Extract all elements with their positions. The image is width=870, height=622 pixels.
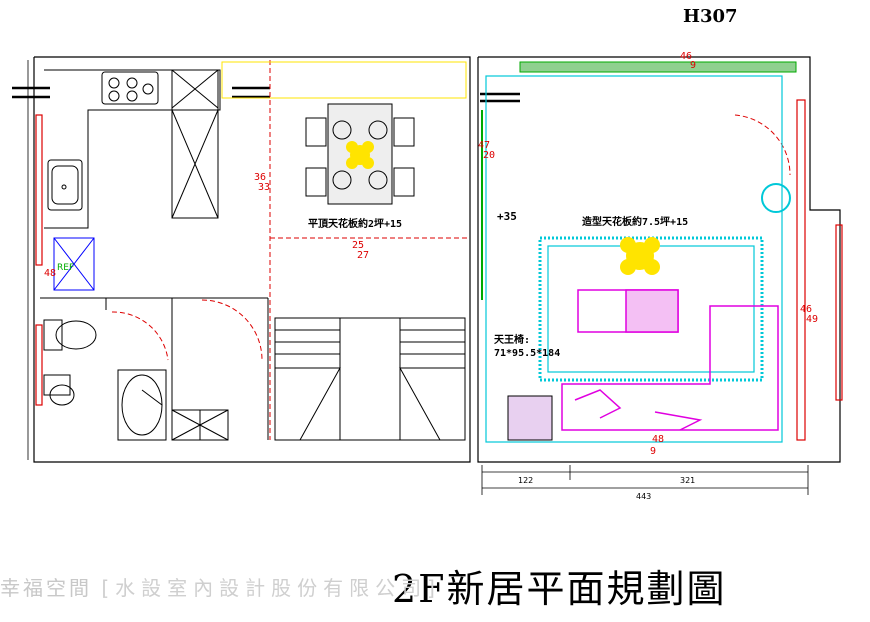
red-mark-47: 47 bbox=[478, 140, 491, 151]
watermark: 幸福空間 [水設室內設計股份有限公司] bbox=[0, 572, 441, 601]
plus35-label: +35 bbox=[497, 210, 517, 223]
door-swings bbox=[111, 60, 791, 440]
tv-cabinet bbox=[481, 61, 797, 300]
dim-443: 443 bbox=[636, 492, 652, 501]
ceiling-fan bbox=[761, 183, 791, 213]
dim-321: 321 bbox=[680, 476, 696, 485]
ceiling-flat-label: 平頂天花板約2坪+15 bbox=[308, 219, 403, 230]
flower-lamp-living bbox=[620, 237, 660, 275]
watermark-firm: [水設室內設計股份有限公司] bbox=[101, 576, 441, 600]
plan-title: 2F新居平面規劃圖 bbox=[392, 567, 727, 611]
wall-breaks bbox=[12, 86, 520, 103]
flower-lamp-dining bbox=[346, 141, 374, 169]
interior-walls bbox=[40, 297, 269, 441]
ceiling-strip bbox=[221, 61, 467, 99]
dimension-lines bbox=[481, 465, 809, 495]
red-mark-25: 25 bbox=[352, 240, 365, 251]
window-frames bbox=[35, 99, 843, 441]
sofa-label-name: 天王椅: bbox=[494, 335, 531, 346]
plan-code: H307 bbox=[683, 6, 738, 27]
ceiling-shaped-label: 造型天花板約7.5坪+15 bbox=[582, 217, 689, 228]
coffee-table bbox=[577, 289, 679, 333]
bathroom bbox=[43, 319, 167, 441]
staircase bbox=[274, 317, 466, 441]
red-mark-9-bottom: 9 bbox=[650, 446, 657, 457]
sofa-label: 天王椅: 71*95.5*184 bbox=[494, 334, 560, 360]
red-mark-20: 20 bbox=[483, 150, 496, 161]
kitchen-counter bbox=[44, 69, 221, 229]
exterior-walls bbox=[27, 56, 841, 463]
sofa-label-size: 71*95.5*184 bbox=[494, 348, 561, 359]
dim-122: 122 bbox=[518, 476, 534, 485]
red-mark-33: 33 bbox=[258, 182, 271, 193]
side-table bbox=[507, 395, 553, 441]
red-mark-46-top: 46 bbox=[680, 51, 693, 62]
red-mark-36: 36 bbox=[254, 172, 267, 183]
dining-table bbox=[305, 103, 415, 205]
fridge bbox=[53, 237, 95, 291]
red-mark-9-top: 9 bbox=[690, 60, 697, 71]
red-mark-48-bottom: 48 bbox=[652, 434, 665, 445]
fridge-label: REF bbox=[57, 263, 74, 273]
sofa bbox=[561, 305, 779, 431]
red-mark-48: 48 bbox=[44, 268, 57, 279]
red-mark-46-side: 46 bbox=[800, 304, 813, 315]
red-mark-49: 49 bbox=[806, 314, 819, 325]
watermark-brand: 幸福空間 bbox=[0, 576, 92, 600]
red-mark-27: 27 bbox=[357, 250, 370, 261]
